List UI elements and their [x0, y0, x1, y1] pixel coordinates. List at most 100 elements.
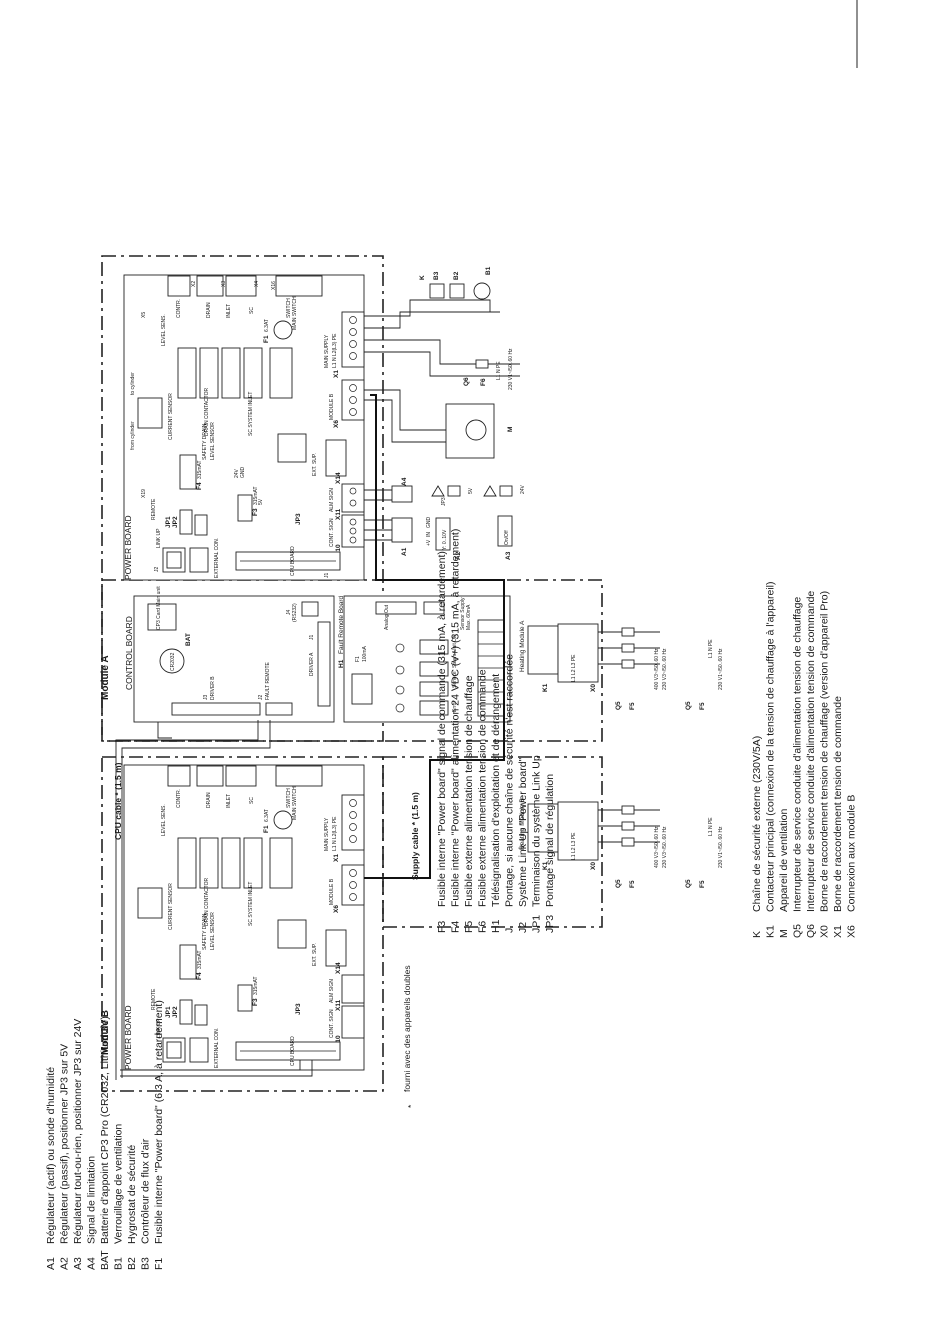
heating-module-b: Heating Module B K1 X0 L1 L2 L3 PE Q5 F5… — [519, 798, 724, 888]
legend-desc: Régulateur (actif) ou sonde d'humidité — [45, 1067, 57, 1244]
contr-label-a: CONTR. — [176, 299, 182, 318]
x14-label-a: X14 — [335, 472, 342, 484]
x5-label-a: X5 — [141, 312, 147, 318]
b2-label: B2 — [453, 271, 460, 280]
x2-label-a: X2 — [191, 281, 197, 287]
x0-label-b: X0 — [590, 862, 597, 870]
f4-value-b: 315mAT — [197, 950, 203, 969]
legend-desc: Verrouillage de ventilation — [113, 1124, 125, 1244]
footnote-marker: * — [406, 1104, 416, 1108]
footnote-text-line: fourni avec des appareils doubles — [402, 965, 412, 1092]
power-board-b: POWER BOARD CONTR. DRAIN INLET SC SWITCH… — [123, 764, 365, 1071]
f6-label: F6 — [480, 378, 487, 386]
external-con-label-a: EXTERNAL CON. — [214, 538, 220, 578]
heating-module-b-label: Heating Module B — [519, 798, 526, 850]
legend-code: Q5 — [792, 924, 804, 938]
drain-contactor-label-b: DRAIN CONTACTOR — [204, 877, 210, 926]
module-b-title: Module B — [100, 1010, 111, 1055]
legend-desc: Fusible externe alimentation tension de … — [463, 675, 475, 907]
drain-label-a: DRAIN — [206, 302, 212, 318]
legend-code: F3 — [436, 921, 448, 933]
legend-code: JP1 — [531, 915, 543, 933]
switch-label-b: SWITCH — [286, 788, 292, 808]
module-a-title: Module A — [100, 655, 111, 700]
module-b-label-b: MODULE B — [329, 878, 335, 905]
heating-module-a-label: Heating Module A — [519, 620, 526, 672]
b1-label: B1 — [485, 266, 492, 275]
legend-desc: Appareil de ventilation — [778, 809, 790, 912]
legend-desc: Signal de limitation — [86, 1156, 98, 1244]
f5-label-b: F5 — [629, 880, 636, 888]
f3-value-b: 315mAT — [253, 976, 259, 995]
legend-code: J — [504, 928, 516, 933]
legend-code: X1 — [832, 925, 844, 938]
a3-range-label: On/Off — [504, 530, 510, 545]
b3-label: B3 — [433, 271, 440, 280]
legend-code: H1 — [490, 919, 502, 933]
jp3-5v-label: 5V — [468, 487, 474, 494]
terminals-b: L1 L2 L3 PE — [571, 832, 577, 860]
gnd-label-a: GND — [240, 467, 246, 479]
x6-label-b: X6 — [333, 905, 340, 913]
legend-desc: Terminaison du système Link Up — [531, 755, 543, 907]
legend-desc: Télésignalisation d'exploitation et de d… — [490, 674, 502, 907]
legend-desc: Contacteur principal (connexion de la te… — [765, 582, 777, 912]
a3-label: A3 — [505, 551, 512, 560]
supply-230-3-b: 230 V3~/50..60 Hz — [662, 826, 668, 868]
power-board-a: POWER BOARD CONTR. DRAIN INLET SC SWITCH… — [123, 274, 365, 581]
j1-cb-label: J1 — [309, 635, 315, 641]
remote-label-a: REMOTE — [151, 498, 157, 520]
plus-v-label-ext: +V — [426, 539, 432, 546]
legend-code: J2 — [517, 922, 529, 933]
f4-value-a: 315mAT — [197, 460, 203, 479]
jp3-label-a: JP3 — [295, 513, 302, 525]
link-up-label-b: LINK UP — [156, 1018, 162, 1038]
x11-label-a: X11 — [335, 508, 342, 520]
power-board-a-title: POWER BOARD — [123, 515, 133, 580]
cpu-board-label-b: CPU BOARD — [290, 1036, 296, 1066]
legend-code: M — [778, 929, 790, 938]
rs232-label: (RS232) — [292, 603, 298, 622]
f3-label-b: F3 — [252, 998, 259, 1006]
f6-supply-label: 230 V1~/50..60 Hz — [508, 348, 514, 390]
f3-value-a: 315mAT — [253, 486, 259, 505]
drain-label-b: DRAIN — [206, 792, 212, 808]
gnd-label-ext: GND — [426, 517, 432, 529]
legend-desc: Pontage, si aucune chaîne de sécurité n'… — [504, 654, 516, 907]
f6-line-label: L1 N PE — [496, 361, 502, 380]
contr-label-b: CONTR. — [176, 789, 182, 808]
rb-fuse-label: 100mA — [362, 645, 368, 662]
external-con-label-b: EXTERNAL CON. — [214, 1028, 220, 1068]
x6-label-a: X6 — [333, 420, 340, 428]
q5-label-a: Q5 — [615, 701, 622, 710]
legend-desc: Chaîne de sécurité externe (230V/5A) — [751, 736, 763, 912]
legend-code: K — [751, 931, 763, 938]
cont-sign-label-b: CONT. SIGN — [329, 1009, 335, 1038]
cont-sign-label-a: CONT. SIGN — [329, 518, 335, 547]
x14-label-b: X14 — [335, 962, 342, 974]
legend-code: JP3 — [544, 915, 556, 933]
legend-code: X0 — [819, 925, 831, 938]
jp1-label-b: JP1 — [165, 1006, 172, 1018]
jp2-label-b: JP2 — [172, 1006, 179, 1018]
x1-label-a: X1 — [333, 370, 340, 378]
module-b-label-a: MODULE B — [329, 393, 335, 420]
main-supply-label-b: MAIN SUPPLY — [324, 817, 330, 851]
terminals-a: L1 L2 L3 PE — [571, 654, 577, 682]
sc-system-inlet-label-b: SC SYSTEM INLET — [248, 882, 254, 926]
jp3-label-b: JP3 — [295, 1003, 302, 1015]
legend-desc: Batterie d'appoint CP3 Pro (CR2032, Lith… — [99, 1016, 111, 1244]
v24-label-a: 24V — [234, 468, 240, 478]
main-supply-label-a: MAIN SUPPLY — [324, 334, 330, 368]
q5-label-b2: Q5 — [685, 879, 692, 888]
current-sensor-label-b: CURRENT SENSOR — [168, 883, 174, 930]
f4-label-a: F4 — [196, 482, 203, 490]
x1-pins-b: L1 N L2(L3) PE — [332, 816, 338, 851]
legend-code: Q6 — [805, 924, 817, 938]
current-sensor-label-a: CURRENT SENSOR — [168, 393, 174, 440]
module-a-enclosure — [101, 255, 384, 742]
legend-code: B1 — [113, 1257, 125, 1270]
f5-label-b2: F5 — [699, 880, 706, 888]
legend-code: B2 — [126, 1257, 138, 1270]
main-switch-label-b: MAIN SWITCH — [292, 786, 298, 820]
